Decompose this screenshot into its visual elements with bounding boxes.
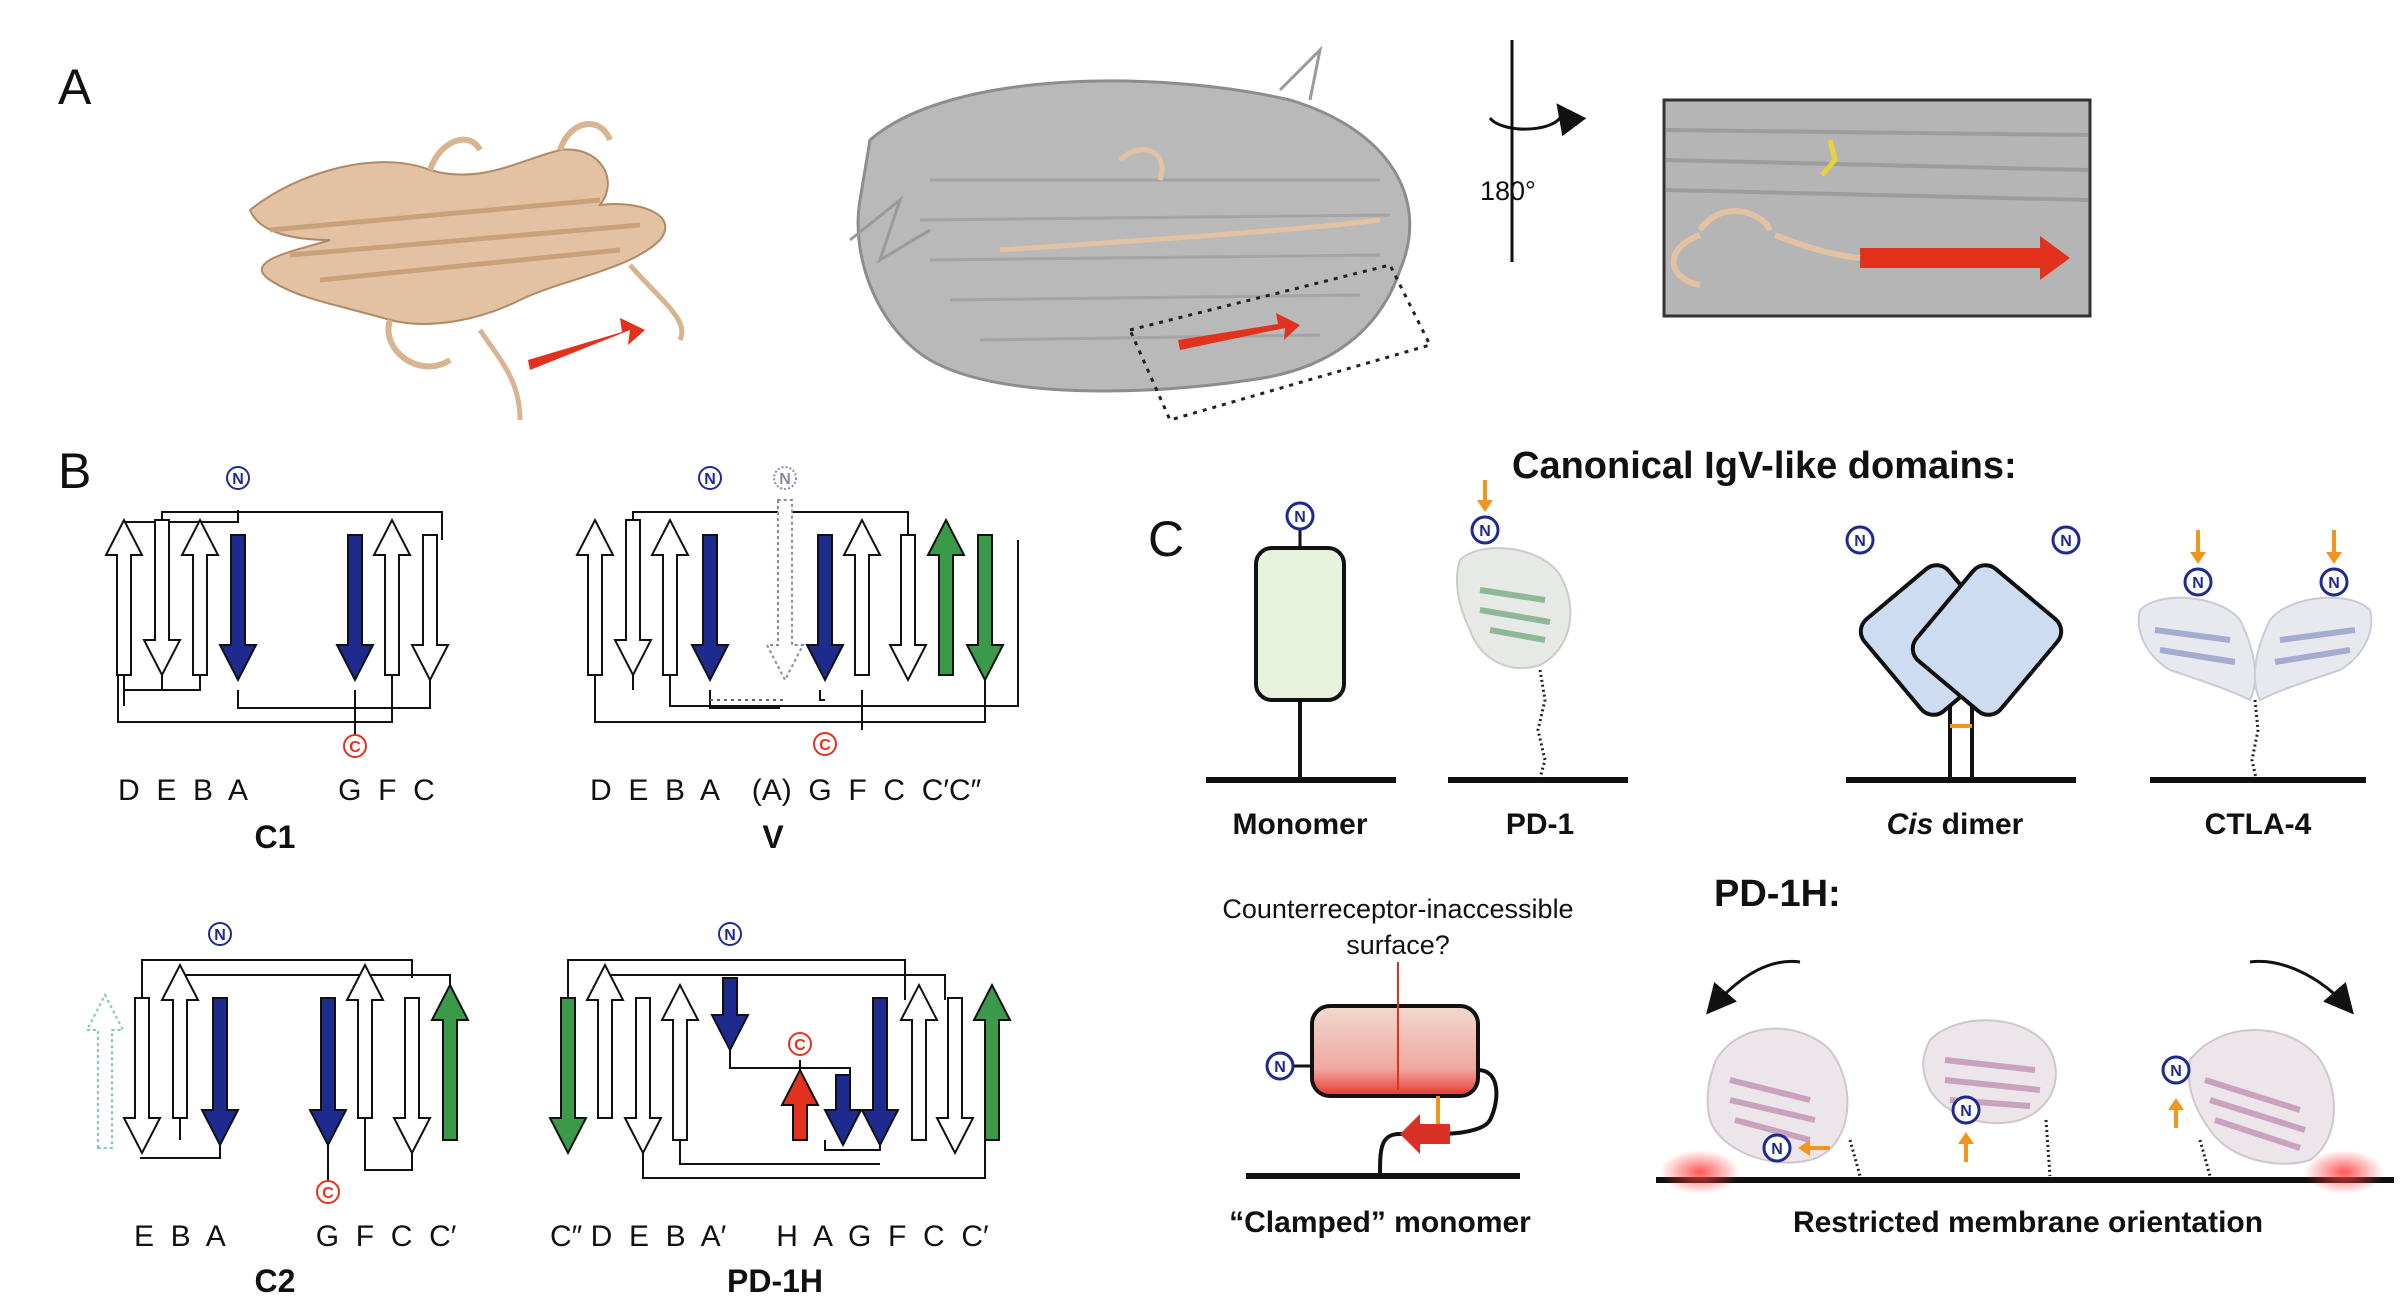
cis-italic: Cis	[1887, 808, 1934, 841]
n-terminus-label: N	[2060, 533, 2072, 550]
n-terminus-label: N	[1771, 1141, 1783, 1158]
c2-title: C2	[255, 1263, 296, 1298]
n-terminus-marker	[208, 922, 232, 946]
topology-v	[575, 499, 1019, 730]
panel-label-a: A	[58, 59, 92, 115]
clamped-monomer-label: “Clamped” monomer	[1229, 1206, 1531, 1239]
ctla4-structure	[2137, 530, 2373, 783]
panel-label-c: C	[1148, 511, 1184, 567]
n-terminus-marker	[1951, 1095, 1981, 1125]
n-terminus-label: N	[2170, 1063, 2182, 1080]
question-line-1: Counterreceptor-inaccessible	[1222, 894, 1573, 924]
topology-pd-1h	[548, 959, 1012, 1179]
rotation-axis-icon	[1488, 40, 1587, 262]
v-title: V	[762, 819, 784, 855]
rotation-label: 180°	[1480, 176, 1536, 206]
n-terminus-label: N	[1854, 533, 1866, 550]
n-terminus-label: N	[724, 927, 736, 944]
pd1h-strand-labels: C″ D E B A′ H A G F C C′	[550, 1220, 989, 1253]
n-terminus-marker	[2183, 567, 2213, 597]
n-terminus-label: N	[1479, 523, 1491, 540]
n-terminus-alt-label: N	[779, 471, 791, 488]
n-terminus-label: N	[1960, 1103, 1972, 1120]
c-terminus-label: C	[794, 1037, 806, 1054]
dimer-text: dimer	[1933, 808, 2023, 841]
c1-strand-labels: D E B A G F C	[118, 774, 435, 807]
n-terminus-label: N	[2328, 575, 2340, 592]
c-terminus-label: C	[819, 737, 831, 754]
n-terminus-marker	[2051, 525, 2081, 555]
n-terminus-label: N	[232, 471, 244, 488]
n-terminus-marker	[226, 466, 250, 490]
c-terminus-label: C	[349, 739, 361, 756]
c-terminus-marker	[343, 734, 367, 758]
ctla4-label: CTLA-4	[2205, 808, 2312, 841]
ensemble-structure	[849, 45, 1433, 422]
n-terminus-marker	[2319, 567, 2349, 597]
zoom-inset	[1662, 98, 2092, 318]
c-terminus-marker	[813, 732, 837, 756]
n-terminus-label: N	[2192, 575, 2204, 592]
protein-ribbon-structure	[248, 121, 685, 421]
n-terminus-marker	[1285, 501, 1315, 531]
pd1h-heading: PD-1H:	[1714, 873, 1841, 915]
n-terminus-alt-marker	[773, 466, 797, 490]
restricted-orientation-label: Restricted membrane orientation	[1793, 1206, 2263, 1239]
n-terminus-label: N	[214, 927, 226, 944]
c2-strand-labels: E B A G F C C′	[134, 1220, 457, 1253]
canonical-heading: Canonical IgV-like domains:	[1512, 445, 2017, 487]
monomer-schematic	[1206, 530, 1396, 783]
pd1h-orientation-structures	[1656, 959, 2394, 1194]
n-terminus-marker	[1762, 1133, 1792, 1163]
n-terminus-marker	[1265, 1051, 1295, 1081]
pd1-label: PD-1	[1506, 808, 1574, 841]
topology-c2	[85, 959, 470, 1180]
c-terminus-label: C	[322, 1185, 334, 1202]
n-terminus-marker	[2161, 1055, 2191, 1085]
n-terminus-label: N	[1274, 1059, 1286, 1076]
cis-dimer-schematic	[1846, 563, 2076, 783]
n-terminus-marker	[718, 922, 742, 946]
n-terminus-marker	[1845, 525, 1875, 555]
c-terminus-marker	[788, 1032, 812, 1056]
n-terminus-marker	[1470, 515, 1500, 545]
c-terminus-marker	[316, 1180, 340, 1204]
v-strand-labels: D E B A (A) G F C C′C″	[590, 774, 982, 807]
cis-dimer-label: Cis dimer	[1887, 808, 2024, 841]
monomer-label: Monomer	[1233, 808, 1368, 841]
topology-c1	[104, 510, 450, 735]
n-terminus-marker	[698, 466, 722, 490]
pd1-structure	[1448, 480, 1628, 783]
pd1h-title: PD-1H	[727, 1263, 823, 1298]
clamped-monomer-schematic	[1246, 962, 1520, 1179]
c1-title: C1	[255, 819, 296, 855]
panel-label-b: B	[58, 443, 91, 499]
n-terminus-label: N	[704, 471, 716, 488]
question-line-2: surface?	[1346, 930, 1450, 960]
n-terminus-label: N	[1294, 509, 1306, 526]
